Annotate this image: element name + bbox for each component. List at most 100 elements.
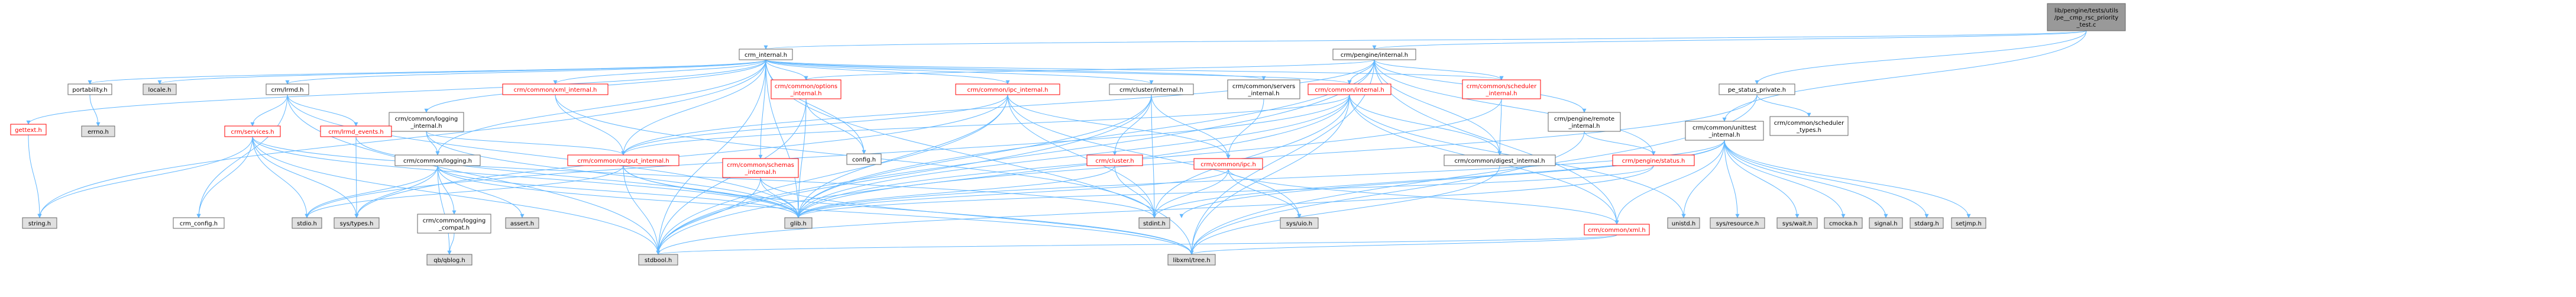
node-label: crm/common/ipc_internal.h (967, 87, 1048, 93)
node-label: crm/common/logging (423, 218, 486, 224)
node-services[interactable]: crm/services.h (224, 125, 281, 137)
node-systypes[interactable]: sys/types.h (334, 217, 380, 229)
edge-portability-to-errno (89, 94, 101, 127)
edge-pengine_internal-to-digest_internal (1374, 59, 1502, 156)
edge-pe_status_private-to-glib (796, 94, 1758, 218)
node-box (739, 49, 793, 60)
node-options-internal[interactable]: crm/common/options_internal.h (771, 79, 842, 99)
node-label: _internal.h (745, 169, 776, 176)
node-label: stdio.h (297, 221, 317, 227)
node-portability[interactable]: portability.h (67, 83, 112, 95)
node-stdbool[interactable]: stdbool.h (638, 254, 678, 266)
node-syswait[interactable]: sys/wait.h (1776, 217, 1818, 229)
node-cluster-internal[interactable]: crm/cluster/internal.h (1109, 83, 1194, 95)
edge-crm_internal-to-crm_logging (435, 59, 766, 156)
node-label: config.h (852, 157, 876, 163)
node-box (1548, 112, 1621, 132)
node-stdarg[interactable]: stdarg.h (1910, 217, 1944, 229)
node-label: crm/common/xml_internal.h (514, 87, 597, 93)
node-sysresource[interactable]: sys/resource.h (1710, 217, 1765, 229)
node-label: crm/common/ipc.h (1200, 162, 1256, 168)
node-output-internal[interactable]: crm/common/output_internal.h (567, 154, 679, 166)
node-stdio[interactable]: stdio.h (292, 217, 322, 229)
edge-crm_internal-to-config (765, 59, 866, 154)
node-servers-internal[interactable]: crm/common/servers_internal.h (1227, 79, 1300, 99)
edge-crm_internal-to-scheduler_internal (765, 59, 1504, 80)
node-box (1710, 217, 1765, 229)
edge-options_internal-to-glib (796, 98, 807, 218)
node-label: cmocka.h (1829, 221, 1857, 227)
node-pengine-internal[interactable]: crm/pengine/internal.h (1332, 49, 1416, 60)
node-locale[interactable]: locale.h (143, 83, 177, 95)
node-libxml[interactable]: libxml/tree.h (1167, 254, 1216, 266)
node-root[interactable]: lib/pengine/tests/utils/pe__cmp_rsc_prio… (2047, 3, 2126, 31)
node-crm-logging[interactable]: crm/common/logging.h (394, 154, 481, 166)
node-box (173, 217, 225, 229)
node-crm-xml[interactable]: crm/common/xml.h (1584, 224, 1650, 235)
node-qbqblog[interactable]: qb/qblog.h (426, 254, 473, 266)
node-sysuio[interactable]: sys/uio.h (1280, 217, 1319, 229)
edge-common_internal-to-stdbool (656, 94, 1350, 255)
edge-crm_internal-to-servers_internal (765, 59, 1266, 80)
edge-pengine_internal-to-output_internal (621, 59, 1375, 156)
node-errno[interactable]: errno.h (81, 125, 115, 137)
node-stdint[interactable]: stdint.h (1138, 217, 1170, 229)
node-box (567, 154, 679, 166)
node-label: string.h (28, 221, 51, 227)
node-crm-config[interactable]: crm_config.h (173, 217, 225, 229)
node-scheduler-types[interactable]: crm/common/scheduler_types.h (1769, 116, 1849, 136)
edge-lrmd_events-to-glib (355, 136, 801, 218)
node-crm-ipc[interactable]: crm/common/ipc.h (1193, 158, 1263, 170)
edge-scheduler_internal-to-glib (796, 98, 1502, 218)
edge-common_internal-to-digest_internal (1349, 94, 1502, 156)
node-crm-internal[interactable]: crm_internal.h (739, 49, 793, 60)
node-lrmd[interactable]: crm/lrmd.h (266, 83, 309, 95)
node-unistd[interactable]: unistd.h (1667, 217, 1700, 229)
node-xml-internal[interactable]: crm/common/xml_internal.h (502, 83, 609, 95)
node-box (1444, 154, 1556, 166)
node-cmocka[interactable]: cmocka.h (1824, 217, 1863, 229)
node-scheduler-internal[interactable]: crm/common/scheduler_internal.h (1462, 79, 1541, 99)
node-pengine-status[interactable]: crm/pengine/status.h (1612, 154, 1695, 166)
node-setjmp[interactable]: setjmp.h (1951, 217, 1986, 229)
node-crm-cluster[interactable]: crm/cluster.h (1086, 154, 1143, 166)
node-signal[interactable]: signal.h (1869, 217, 1903, 229)
node-logging-compat[interactable]: crm/common/logging_compat.h (417, 214, 491, 234)
node-label: crm/common/options (775, 83, 837, 90)
node-common-internal[interactable]: crm/common/internal.h (1308, 83, 1391, 95)
node-label: _internal.h (1486, 91, 1517, 97)
node-logging-internal[interactable]: crm/common/logging_internal.h (389, 112, 464, 132)
node-glib[interactable]: glib.h (784, 217, 813, 229)
node-box (846, 153, 882, 165)
node-label: crm/common/xml.h (1588, 227, 1645, 234)
edge-crm_logging-to-stdio (305, 165, 438, 218)
node-assert[interactable]: assert.h (505, 217, 539, 229)
edge-crm_internal-to-xml_internal (553, 59, 766, 85)
node-string[interactable]: string.h (22, 217, 57, 229)
node-schemas-internal[interactable]: crm/common/schemas_internal.h (722, 158, 799, 178)
node-remote-internal[interactable]: crm/pengine/remote_internal.h (1548, 112, 1621, 132)
edge-pengine_internal-to-pengine_status (1374, 59, 1656, 156)
node-box (394, 154, 481, 166)
edge-root-to-crm_internal (764, 30, 2087, 50)
node-digest-internal[interactable]: crm/common/digest_internal.h (1444, 154, 1556, 166)
node-box (1308, 83, 1391, 95)
edge-lrmd-to-glib (287, 94, 801, 218)
node-box (1612, 154, 1695, 166)
node-label: crm/common/scheduler (1467, 83, 1537, 90)
node-lrmd-events[interactable]: crm/lrmd_events.h (320, 125, 392, 137)
edge-crm_ipc-to-glib (796, 169, 1229, 218)
edge-ipc_internal-to-output_internal (621, 94, 1008, 156)
node-box (1951, 217, 1986, 229)
edge-unittest_internal-to-syswait (1724, 140, 1800, 218)
node-config[interactable]: config.h (846, 153, 882, 165)
node-box (1227, 79, 1300, 99)
node-label: crm_config.h (180, 221, 218, 227)
node-unittest-internal[interactable]: crm/common/unittest_internal.h (1685, 121, 1764, 141)
node-label: libxml/tree.h (1173, 257, 1210, 264)
edge-crm_xml-to-stdbool (656, 234, 1617, 255)
node-pe-status-private[interactable]: pe_status_private.h (1719, 83, 1795, 95)
node-ipc-internal[interactable]: crm/common/ipc_internal.h (955, 83, 1060, 95)
node-gettext[interactable]: gettext.h (10, 124, 47, 135)
node-box (1193, 158, 1263, 170)
